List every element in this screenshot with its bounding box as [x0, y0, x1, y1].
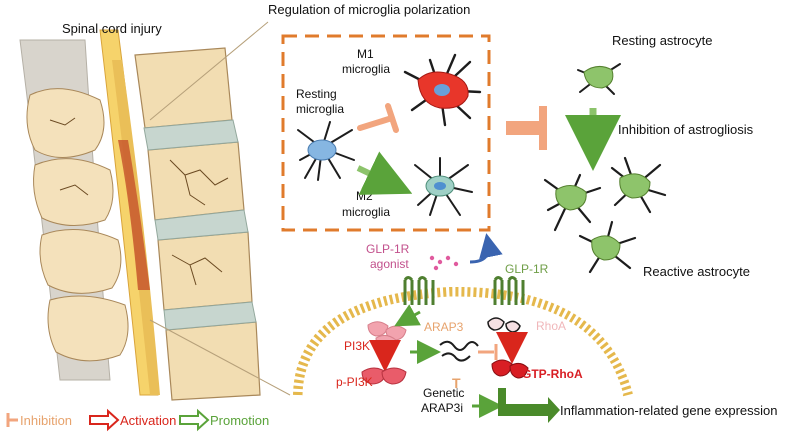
m2-microglia-cell [414, 157, 473, 216]
spinal-cord-injury-label: Spinal cord injury [62, 21, 162, 36]
legend: Inhibition Activation Promotion [6, 408, 269, 432]
resting-microglia-label-line1: Resting [296, 87, 337, 101]
legend-activation-label: Activation [120, 413, 176, 428]
m2-label-line1: M2 [356, 189, 373, 203]
legend-inhibition: Inhibition [6, 413, 72, 428]
legend-promotion-label: Promotion [210, 413, 269, 428]
gtp-rhoa-molecule [491, 359, 529, 379]
glp1r-agonist-label-line1: GLP-1R [366, 242, 410, 256]
arap3-label: ARAP3 [424, 320, 464, 334]
genetic-label-line1: Genetic [423, 386, 464, 400]
spine-illustration [19, 21, 291, 401]
inhibition-astrogliosis-label: Inhibition of astrogliosis [618, 122, 754, 137]
m1-label-line2: microglia [342, 62, 390, 76]
agonist-dots [429, 255, 459, 271]
agonist-curved-arrow [469, 233, 503, 264]
m2-label-line2: microglia [342, 205, 390, 219]
m1-microglia-cell [403, 53, 482, 127]
m1-label-line1: M1 [357, 47, 374, 61]
pi3k-label: PI3K [344, 339, 370, 353]
resting-microglia-label-line2: microglia [296, 102, 344, 116]
reactive-astrocytes [543, 156, 667, 274]
t-glyph: T [452, 375, 461, 391]
rhoa-molecule [487, 317, 521, 333]
p-pi3k-label: p-PI3K [336, 375, 373, 389]
rhoa-label: RhoA [536, 319, 566, 333]
resting-astrocyte-cell [577, 63, 621, 95]
inhibit-astrogliosis-arrow [506, 106, 547, 150]
legend-activation: Activation [89, 408, 176, 432]
gene-expression-label: Inflammation-related gene expression [560, 403, 778, 418]
legend-inhibition-label: Inhibition [20, 413, 72, 428]
resting-microglia-cell [297, 121, 355, 181]
p-pi3k-molecule [361, 367, 407, 385]
legend-promotion: Promotion [179, 408, 269, 432]
inhibit-m1-arrow [357, 103, 399, 133]
resting-astrocyte-label: Resting astrocyte [612, 33, 712, 48]
glp1r-agonist-label-line2: agonist [370, 257, 409, 271]
glp1r-receptor-right [493, 276, 525, 305]
gtp-rhoa-label: GTP-RhoA [522, 367, 583, 381]
gene-expression-arrow [498, 388, 560, 423]
arap3-molecule [439, 340, 479, 362]
promote-m2-arrow [356, 151, 413, 195]
receptor-to-pi3k-arrow [394, 304, 421, 327]
glp1r-label: GLP-1R [505, 262, 549, 276]
genetic-label-line2: ARAP3i [421, 401, 463, 415]
glp1r-receptor-left [403, 276, 435, 305]
regulation-title: Regulation of microglia polarization [268, 2, 470, 17]
reactive-astrocyte-label: Reactive astrocyte [643, 264, 750, 279]
